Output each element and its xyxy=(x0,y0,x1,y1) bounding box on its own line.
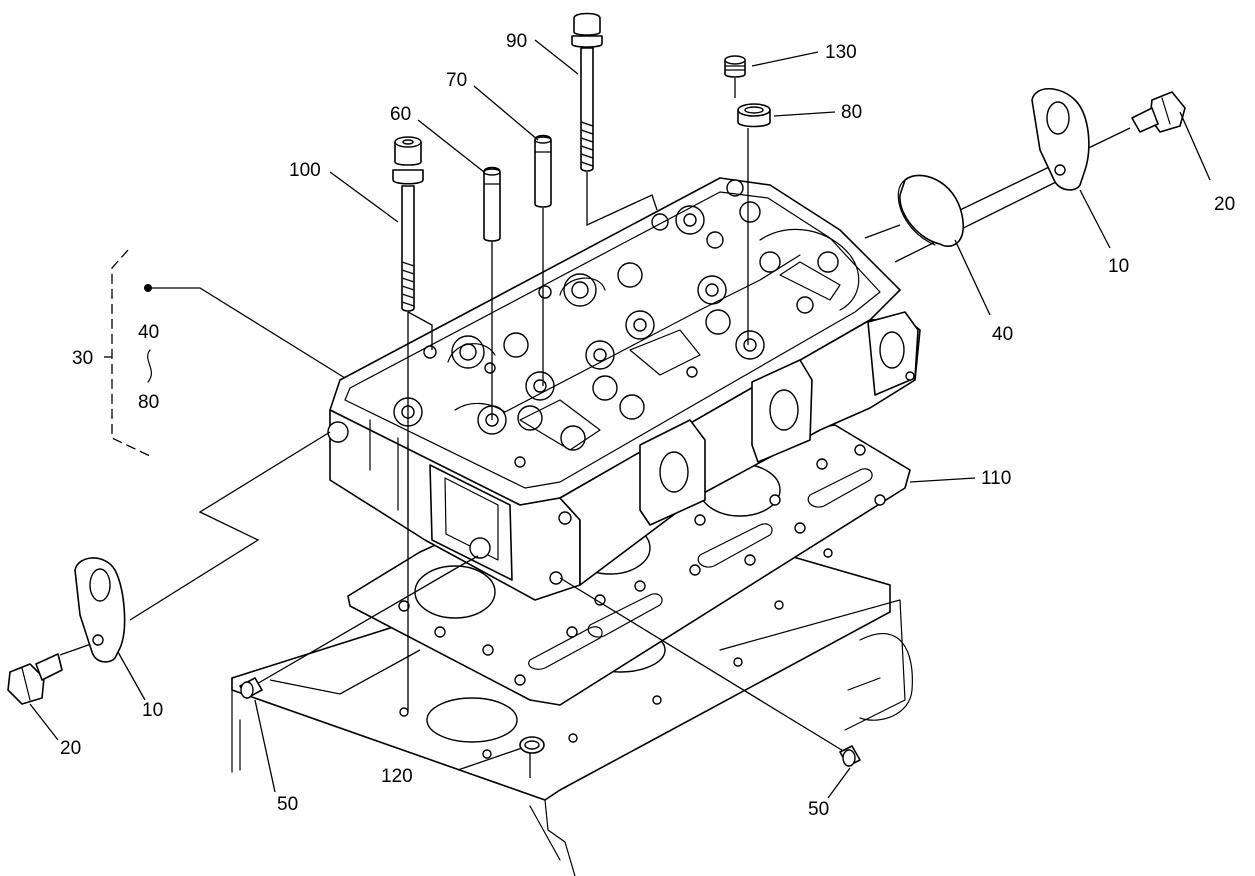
bracket-10-left xyxy=(74,557,126,663)
callout-10-left: 10 xyxy=(142,700,163,721)
callout-10-right: 10 xyxy=(1108,256,1129,277)
callout-labels: 130 90 80 70 60 100 20 10 40 30 40 80 11… xyxy=(60,31,1235,820)
callout-50-right: 50 xyxy=(808,799,829,820)
bolt-20-right xyxy=(1131,91,1186,133)
callout-leaders xyxy=(29,39,1211,799)
stud-70 xyxy=(534,134,552,208)
dowel-pin-50-right xyxy=(839,745,861,767)
callout-110: 110 xyxy=(981,468,1011,489)
stud-60 xyxy=(483,166,501,242)
callout-60: 60 xyxy=(390,104,411,125)
cylinder-head xyxy=(327,177,921,601)
callout-130: 130 xyxy=(825,42,857,63)
dowel-pin-50-left xyxy=(239,677,263,699)
callout-50-left: 50 xyxy=(277,794,298,815)
callout-70: 70 xyxy=(446,70,467,91)
callout-80: 80 xyxy=(841,102,862,123)
callout-20-left: 20 xyxy=(60,738,81,759)
bolt-90 xyxy=(571,12,603,172)
callout-20-right: 20 xyxy=(1214,194,1235,215)
cap-plug-40 xyxy=(897,174,964,248)
callout-30: 30 xyxy=(72,348,93,369)
callout-40-bracket: 40 xyxy=(138,322,159,343)
callout-100: 100 xyxy=(289,160,321,181)
callout-80-bracket: 80 xyxy=(138,392,159,413)
callout-90: 90 xyxy=(506,31,527,52)
o-ring-120 xyxy=(519,736,545,754)
callout-40-right: 40 xyxy=(992,324,1013,345)
bracket-10-right xyxy=(1031,87,1090,191)
bolt-100 xyxy=(392,136,424,312)
bolt-20-left xyxy=(7,653,63,705)
alignment-lines xyxy=(59,78,1131,778)
plug-130 xyxy=(724,55,746,78)
seal-80 xyxy=(737,103,771,128)
callout-120: 120 xyxy=(381,766,413,787)
